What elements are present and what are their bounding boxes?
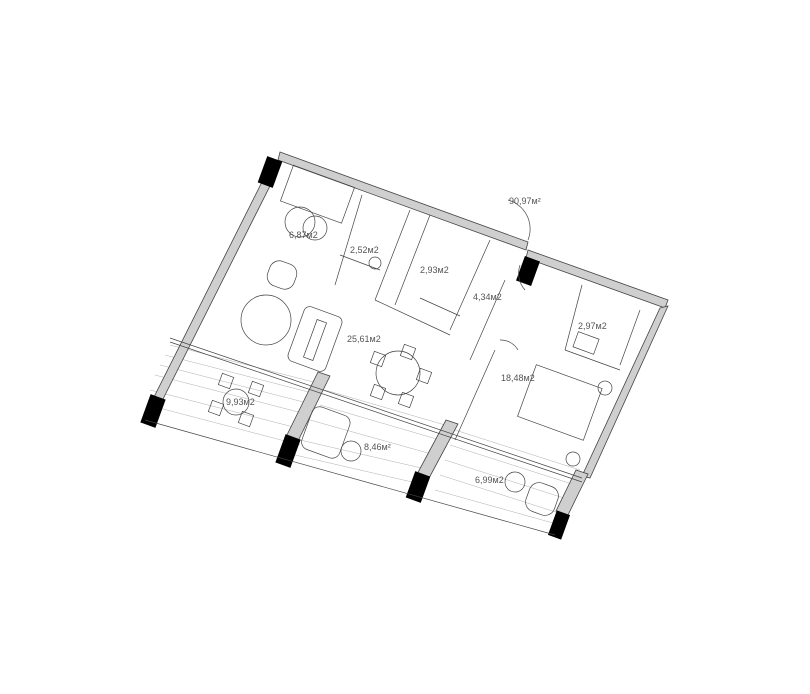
room-label-bath1: 2,52м2 xyxy=(350,245,379,255)
column xyxy=(257,156,283,188)
column xyxy=(275,434,301,468)
total-area-label: 90,97м² xyxy=(509,196,541,206)
column xyxy=(405,471,431,503)
room-label-hall: 4,34м2 xyxy=(473,292,502,302)
column xyxy=(140,394,166,428)
room-label-kitchen: 6,87м2 xyxy=(289,230,318,240)
wall-top-right xyxy=(525,249,669,309)
interior-walls xyxy=(334,194,641,441)
room-label-bedroom: 18,48м2 xyxy=(501,373,535,383)
balcony-floor-hatching xyxy=(147,344,581,526)
glazing-line xyxy=(169,337,583,483)
balcony-edge xyxy=(144,419,556,536)
wall-balcony-sep3 xyxy=(555,469,589,516)
room-label-living: 25,61м2 xyxy=(347,334,381,344)
furniture xyxy=(207,164,613,516)
room-label-bath2: 2,97м2 xyxy=(578,321,607,331)
room-label-wardrobe: 2,93м2 xyxy=(420,265,449,275)
column xyxy=(547,510,571,540)
wall-right xyxy=(581,305,669,479)
room-label-balcony2: 8,46м² xyxy=(364,442,391,452)
wall-left xyxy=(151,169,277,406)
room-label-balcony3: 6,99м2 xyxy=(475,475,504,485)
column xyxy=(516,256,540,286)
room-label-balcony1: 9,93м2 xyxy=(226,397,255,407)
wall-top-left xyxy=(277,151,529,251)
